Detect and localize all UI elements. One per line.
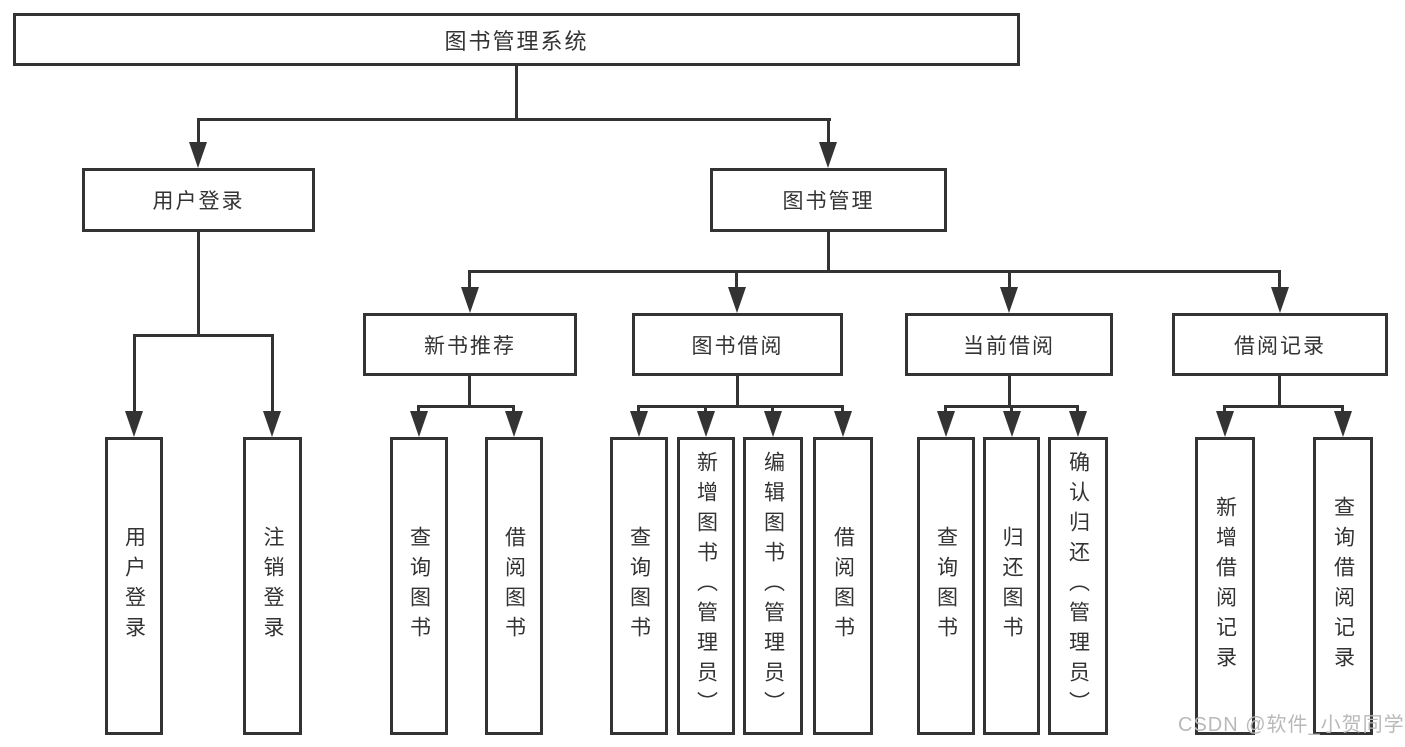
connector-line — [133, 334, 136, 413]
connector-line — [704, 405, 707, 414]
leaf-edit-books-admin: 编辑图书（管理员） — [743, 437, 803, 735]
arrow-down-icon — [1069, 411, 1087, 437]
connector-line — [1341, 405, 1344, 414]
connector-line — [944, 405, 947, 414]
node-library-management-system: 图书管理系统 — [13, 13, 1020, 66]
arrow-down-icon — [461, 287, 479, 313]
leaf-return-books: 归还图书 — [983, 437, 1040, 735]
leaf-label: 归还图书 — [1000, 526, 1023, 646]
connector-line — [735, 270, 738, 290]
arrow-down-icon — [410, 411, 428, 437]
connector-line — [1224, 405, 1344, 408]
leaf-label: 查询借阅记录 — [1331, 496, 1355, 676]
connector-line — [197, 118, 200, 146]
connector-line — [1010, 405, 1013, 414]
connector-line — [771, 405, 774, 414]
connector-line — [736, 376, 739, 407]
arrow-down-icon — [834, 411, 852, 437]
arrow-down-icon — [819, 142, 837, 168]
connector-line — [1076, 405, 1079, 414]
arrow-down-icon — [1003, 411, 1021, 437]
leaf-label: 借阅图书 — [831, 526, 855, 646]
arrow-down-icon — [937, 411, 955, 437]
leaf-logout: 注销登录 — [243, 437, 302, 735]
node-borrowing-records: 借阅记录 — [1172, 313, 1388, 376]
arrow-down-icon — [505, 411, 523, 437]
leaf-label: 查询图书 — [407, 526, 431, 646]
leaf-add-books-admin: 新增图书（管理员） — [677, 437, 735, 735]
leaf-label: 注销登录 — [261, 526, 284, 646]
connector-line — [468, 270, 471, 290]
arrow-down-icon — [189, 142, 207, 168]
arrow-down-icon — [125, 411, 143, 437]
arrow-down-icon — [263, 411, 281, 437]
leaf-query-borrow-record: 查询借阅记录 — [1313, 437, 1373, 735]
leaf-label: 编辑图书（管理员） — [761, 451, 785, 721]
leaf-query-books-borrowing: 查询图书 — [610, 437, 668, 735]
connector-line — [468, 376, 471, 407]
leaf-confirm-return-admin: 确认归还（管理员） — [1048, 437, 1108, 735]
arrow-down-icon — [728, 287, 746, 313]
leaf-label: 新增借阅记录 — [1213, 496, 1237, 676]
connector-line — [1008, 270, 1011, 290]
connector-line — [1008, 376, 1011, 407]
leaf-user-login: 用户登录 — [105, 437, 163, 735]
leaf-borrow-books: 借阅图书 — [813, 437, 873, 735]
node-user-login-module: 用户登录 — [82, 168, 315, 232]
csdn-watermark: CSDN @软件_小贺同学 — [1178, 714, 1405, 736]
leaf-add-borrow-record: 新增借阅记录 — [1195, 437, 1255, 735]
connector-line — [197, 232, 200, 336]
connector-line — [417, 405, 420, 414]
leaf-label: 借阅图书 — [502, 526, 526, 646]
connector-line — [515, 66, 518, 120]
connector-line — [197, 118, 831, 121]
connector-line — [418, 405, 515, 408]
node-book-borrowing: 图书借阅 — [632, 313, 843, 376]
leaf-borrow-books-recommend: 借阅图书 — [485, 437, 543, 735]
connector-line — [841, 405, 844, 414]
connector-line — [1278, 376, 1281, 407]
connector-line — [469, 270, 1281, 273]
node-book-management-module: 图书管理 — [710, 168, 947, 232]
connector-line — [637, 405, 640, 414]
connector-line — [827, 232, 830, 272]
arrow-down-icon — [1000, 287, 1018, 313]
connector-line — [1278, 270, 1281, 290]
connector-line — [638, 405, 843, 408]
leaf-label: 确认归还（管理员） — [1066, 451, 1090, 721]
node-new-book-recommend: 新书推荐 — [363, 313, 577, 376]
arrow-down-icon — [1334, 411, 1352, 437]
leaf-label: 查询图书 — [627, 526, 651, 646]
connector-line — [512, 405, 515, 414]
connector-line — [827, 118, 830, 146]
arrow-down-icon — [764, 411, 782, 437]
leaf-label: 用户登录 — [122, 526, 146, 646]
arrow-down-icon — [1216, 411, 1234, 437]
leaf-query-books-recommend: 查询图书 — [390, 437, 448, 735]
arrow-down-icon — [697, 411, 715, 437]
connector-line — [1223, 405, 1226, 414]
arrow-down-icon — [1271, 287, 1289, 313]
leaf-query-books-current: 查询图书 — [917, 437, 975, 735]
node-current-borrowing: 当前借阅 — [905, 313, 1113, 376]
connector-line — [133, 334, 274, 337]
leaf-label: 查询图书 — [934, 526, 958, 646]
arrow-down-icon — [630, 411, 648, 437]
connector-line — [271, 334, 274, 413]
leaf-label: 新增图书（管理员） — [694, 451, 718, 721]
